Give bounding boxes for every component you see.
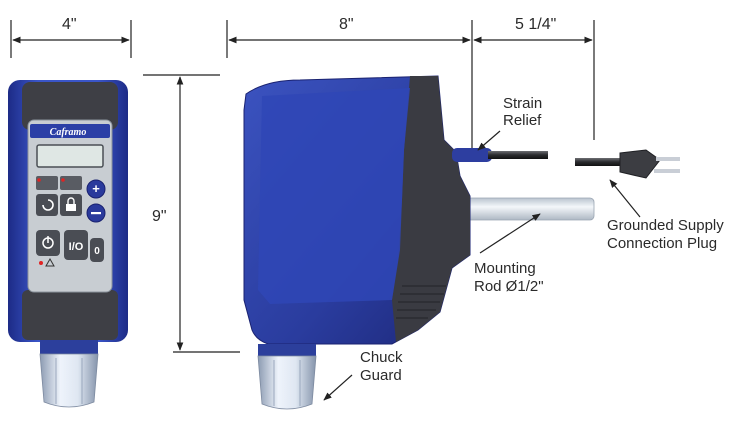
- side-chuck-guard: [257, 355, 317, 410]
- increase-button[interactable]: [86, 179, 106, 199]
- stirrer-front-view: + I/O 0: [8, 80, 128, 408]
- rod-label-line1: Mounting: [474, 260, 536, 277]
- status-led-1: [37, 178, 41, 182]
- status-led-2: [61, 178, 65, 182]
- front-dark-base: [22, 290, 118, 340]
- run-icon: I/O: [69, 241, 84, 253]
- cooling-vents: [396, 285, 446, 319]
- plug-callout: [609, 179, 641, 218]
- mounting-rod: [461, 197, 595, 221]
- length-dimension-label: 8": [339, 16, 354, 33]
- alarm-led: [39, 261, 43, 265]
- width-dimension-label: 4": [62, 16, 77, 33]
- plug-prong-top: [656, 157, 680, 161]
- chuck-guard-label-line1: Chuck: [360, 349, 403, 366]
- rod-label-line2: Rod Ø1/2": [474, 278, 544, 295]
- plug-label-line1: Grounded Supply: [607, 217, 724, 234]
- rod-callout: [479, 213, 541, 254]
- strain-relief-label-line1: Strain: [503, 95, 543, 112]
- lcd-display: [36, 144, 104, 168]
- svg-text:0: 0: [94, 246, 100, 257]
- front-chuck-guard: [39, 353, 99, 408]
- power-cord-segment-2: [575, 158, 623, 166]
- side-chuck-collar: [258, 344, 316, 356]
- speed-indicator-key: [36, 176, 58, 190]
- chuck-guard-label-line2: Guard: [360, 367, 402, 384]
- torque-indicator-key: [60, 176, 82, 190]
- plug-label-line2: Connection Plug: [607, 235, 718, 252]
- front-dark-cap: [22, 82, 118, 130]
- reverse-arrow-icon: [42, 199, 54, 211]
- dimension-lines: [10, 20, 595, 353]
- warning-icon: [45, 257, 55, 267]
- stirrer-side-view: [243, 75, 680, 410]
- chuck-guard-callout: [323, 374, 353, 401]
- brand-strip: [30, 124, 110, 138]
- side-highlight-face: [258, 88, 410, 304]
- cord-dimension-label: 5 1/4": [515, 16, 557, 33]
- lock-icon: [66, 204, 76, 211]
- strain-relief-boot: [452, 148, 492, 162]
- run-button[interactable]: [64, 230, 88, 260]
- brand-logo: Caframo: [49, 127, 87, 138]
- plug-body: [619, 149, 661, 179]
- strain-relief-callout: [477, 130, 501, 151]
- height-dimension-label: 9": [152, 208, 167, 225]
- front-chuck-collar: [40, 340, 98, 354]
- svg-text:+: +: [92, 181, 100, 196]
- power-cord-segment-1: [488, 151, 548, 159]
- plug-prong-bottom: [654, 169, 680, 173]
- strain-relief-label-line2: Relief: [503, 112, 542, 129]
- side-dark-back: [392, 76, 470, 342]
- callout-arrows: [323, 130, 641, 401]
- zero-button[interactable]: [90, 238, 104, 262]
- reverse-button[interactable]: [36, 194, 58, 216]
